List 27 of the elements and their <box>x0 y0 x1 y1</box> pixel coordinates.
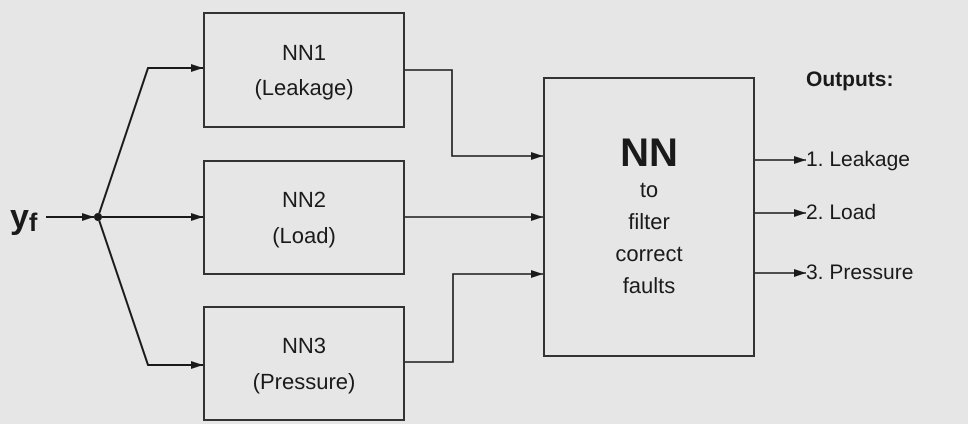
box-text: (Load) <box>272 222 336 250</box>
box-text: (Leakage) <box>254 74 354 102</box>
box-title: NN <box>620 132 678 174</box>
signal-label: y$_{f}$ <box>10 196 46 238</box>
box-text: to filter correct faults <box>615 176 683 300</box>
process-box <box>203 306 405 421</box>
arrow <box>46 213 94 221</box>
process-box <box>203 12 405 128</box>
arrow <box>405 69 543 160</box>
arrow <box>98 220 203 369</box>
output-label: 1. Leakage <box>806 145 966 175</box>
arrow <box>405 270 543 363</box>
arrow <box>98 64 203 214</box>
process-box <box>203 160 405 275</box>
box-title: NN1 <box>282 38 326 67</box>
arrow <box>755 269 806 277</box>
arrow <box>755 156 806 164</box>
process-box <box>543 77 755 357</box>
box-title: NN3 <box>282 332 326 360</box>
output-label: 2. Load <box>806 198 966 228</box>
arrow <box>755 209 806 217</box>
arrow <box>102 213 203 221</box>
box-text: (Pressure) <box>252 368 356 396</box>
box-title: NN2 <box>282 186 326 214</box>
output-label: 3. Pressure <box>806 258 966 288</box>
heading: Outputs: <box>806 67 894 93</box>
arrow <box>405 213 543 221</box>
